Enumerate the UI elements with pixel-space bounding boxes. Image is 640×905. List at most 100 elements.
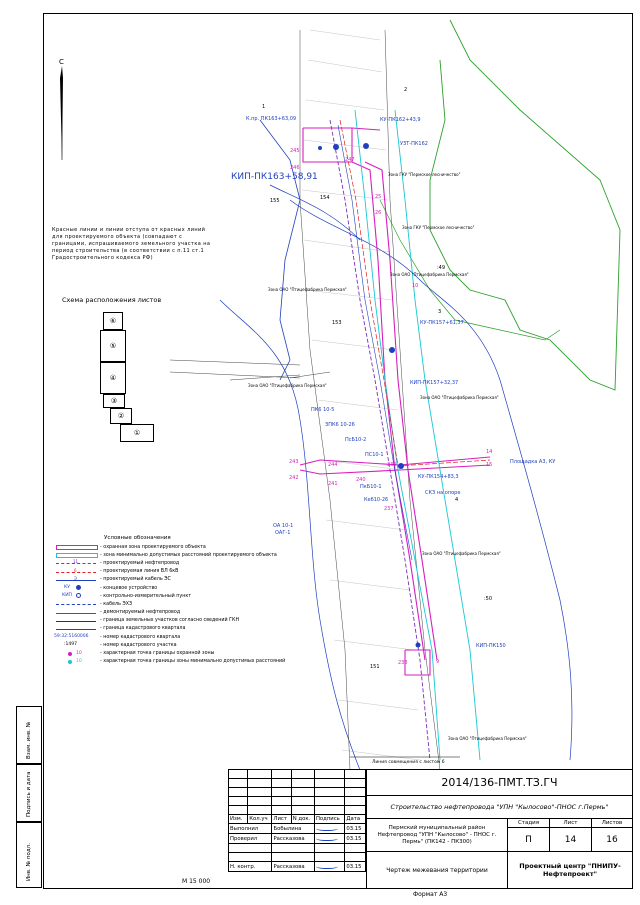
signature-1 xyxy=(315,825,338,831)
legend-symbol-min-zone xyxy=(56,552,98,559)
label-n237: 237 xyxy=(384,506,394,512)
label-kip-150: КИП-ПК150 xyxy=(476,643,506,649)
legend-row: - охранная зона проектируемого объекта xyxy=(56,543,316,551)
label-n15: 15 xyxy=(486,462,493,468)
label-n150: :50 xyxy=(484,596,493,602)
legend-symbol-kip: КИП xyxy=(56,593,96,599)
label-kpr: К.пр. ПК163+63,09 xyxy=(246,116,297,122)
legend-row: 6- проектируемая линия ВЛ 6кВ xyxy=(56,568,316,576)
label-ps101: ПС10-1 xyxy=(365,452,384,458)
project-name: Строительство нефтепровода "УПН "Кылосов… xyxy=(366,795,633,819)
north-arrow xyxy=(60,66,63,160)
label-zone-1: Зона ОАО "Птицефабрика Пермская" xyxy=(390,272,469,277)
label-uzt: УЗТ-ПК162 xyxy=(400,141,428,147)
legend-row: 10- характерная точка границы охранной з… xyxy=(56,649,316,657)
label-n26: 26 xyxy=(375,210,382,216)
label-n4: 4 xyxy=(455,497,459,503)
label-n3: 3 xyxy=(438,309,442,315)
scheme-sheet-3: ③ xyxy=(103,394,125,408)
doc-code: 2014/136-ПМТ.ТЗ.ГЧ xyxy=(366,769,633,796)
legend-row: - граница земельных участков согласно св… xyxy=(56,617,316,625)
scale: М 15 000 xyxy=(182,878,211,885)
legend-row: - зона минимально допустимых расстояний … xyxy=(56,551,316,559)
label-n2: 2 xyxy=(404,87,408,93)
label-n10: 10 xyxy=(412,283,419,289)
label-pk105: ПК6 10-5 xyxy=(311,407,335,413)
label-n9: 9 xyxy=(436,659,440,665)
label-ku-154: КУ-ПК154+83,3 xyxy=(418,474,459,480)
legend-symbol-kv-num: 59:32:5160006 xyxy=(54,634,89,640)
label-site: Площадка А3, КУ xyxy=(510,459,556,465)
sheets-value: 16 xyxy=(591,827,633,852)
legend-row: - кабель ЭХЗ xyxy=(56,600,316,608)
label-oa: ОА 10-1 xyxy=(273,523,294,529)
label-n154: 154 xyxy=(320,195,330,201)
format-label: Формат А3 xyxy=(413,891,448,898)
legend-row: 10- характерная точка границы зоны миним… xyxy=(56,658,316,666)
label-ku-157: КУ-ПК157+61,37 xyxy=(420,320,464,326)
scheme-sheet-2: ② xyxy=(110,408,132,424)
stamp-vzam: Взам. инв. № xyxy=(16,706,42,764)
label-n238: 238 xyxy=(398,660,408,666)
legend-row: Э- проектируемый кабель ЭС xyxy=(56,576,316,584)
label-n1: 1 xyxy=(262,104,266,110)
label-match-line: Линия совмещения с листом 6 xyxy=(372,760,445,765)
label-n155: 155 xyxy=(270,198,280,204)
drawing-name: Чертеж межевания территории xyxy=(366,851,508,889)
label-zone-gks-2: Зона ГКУ "Пермское лесничество" xyxy=(402,225,475,230)
legend-row: 11- проектируемый нефтепровод xyxy=(56,559,316,567)
label-n247: 247 xyxy=(345,157,355,163)
legend-row: КУ- концевое устройство xyxy=(56,584,316,592)
legend-symbol-uch-num: :1497 xyxy=(64,642,77,648)
label-n244: 244 xyxy=(328,462,338,468)
legend-row: - граница кадастрового квартала xyxy=(56,625,316,633)
legend-symbol-zone xyxy=(56,544,98,551)
label-n14: 14 xyxy=(486,449,493,455)
revisions-table: Изм. Кол.уч Лист N док. Подпись Дата Вып… xyxy=(227,769,366,872)
legend-symbol-gkn xyxy=(56,618,96,624)
label-pk1026: ЗПК6 10-26 xyxy=(325,422,355,428)
scheme-sheet-1: ① xyxy=(120,424,154,442)
signature-2 xyxy=(315,835,338,841)
legend-symbol-pipeline: 11 xyxy=(56,559,96,566)
legend-symbol-pt-zone: 10 xyxy=(56,651,96,657)
legend-symbol-kvartal xyxy=(56,626,96,632)
object-desc: Пермский муниципальный район Нефтепровод… xyxy=(366,818,508,852)
label-ku-162: КУ-ПК162+43,9 xyxy=(380,117,421,123)
legend-row: - демонтируемый нефтепровод xyxy=(56,609,316,617)
label-n245: 245 xyxy=(290,148,300,154)
legend-row: КИП- контрольно-измерительный пункт xyxy=(56,592,316,600)
stamp-inv: Инв. № подл. xyxy=(16,822,42,888)
legend-symbol-pt-min: 10 xyxy=(56,659,96,665)
label-zone-3: Зона ОАО "Птицефабрика Пермская" xyxy=(420,395,499,400)
label-n239: 239 xyxy=(387,462,397,468)
label-n243: 243 xyxy=(289,459,299,465)
legend-title: Условные обозначения xyxy=(104,535,171,541)
signature-3 xyxy=(315,863,338,869)
label-n149: :49 xyxy=(437,265,446,271)
label-n240: 240 xyxy=(356,477,366,483)
label-n242: 242 xyxy=(289,475,299,481)
label-n246: 246 xyxy=(290,165,300,171)
label-zone-5: Зона ОАО "Птицефабрика Пермская" xyxy=(448,736,527,741)
sheet-value: 14 xyxy=(549,827,592,852)
scheme-title: Схема расположения листов xyxy=(62,296,162,304)
label-n151: 151 xyxy=(370,664,380,670)
drawing-frame xyxy=(43,13,633,889)
label-pk1026b: Кеб10-26 xyxy=(364,497,389,503)
scheme-sheet-6: ⑥ xyxy=(103,312,123,330)
stamp-podpis: Подпись и дата xyxy=(16,764,42,822)
label-kip-157: КИП-ПК157+32,37 xyxy=(410,380,459,386)
legend-symbol-demolish xyxy=(56,610,96,616)
legend: Условные обозначения - охранная зона про… xyxy=(54,535,316,666)
label-skz: СКЗ на опоре xyxy=(425,490,461,496)
label-kip-main: КИП-ПК163+58,91 xyxy=(231,172,318,182)
label-zone-2: Зона ОАО "Птицефабрика Пермская" xyxy=(268,287,347,292)
label-pk102: ПсБ10-2 xyxy=(345,437,367,443)
legend-symbol-vl: 6 xyxy=(56,568,96,575)
red-lines-note: Красные линии и линии отступа от красных… xyxy=(52,227,211,261)
label-zone-6: Зона ОАО "Птицефабрика Пермская" xyxy=(248,383,327,388)
label-zone-gks-1: Зона ГКУ "Пермское лесничество" xyxy=(388,172,461,177)
label-n25: 25 xyxy=(375,194,382,200)
